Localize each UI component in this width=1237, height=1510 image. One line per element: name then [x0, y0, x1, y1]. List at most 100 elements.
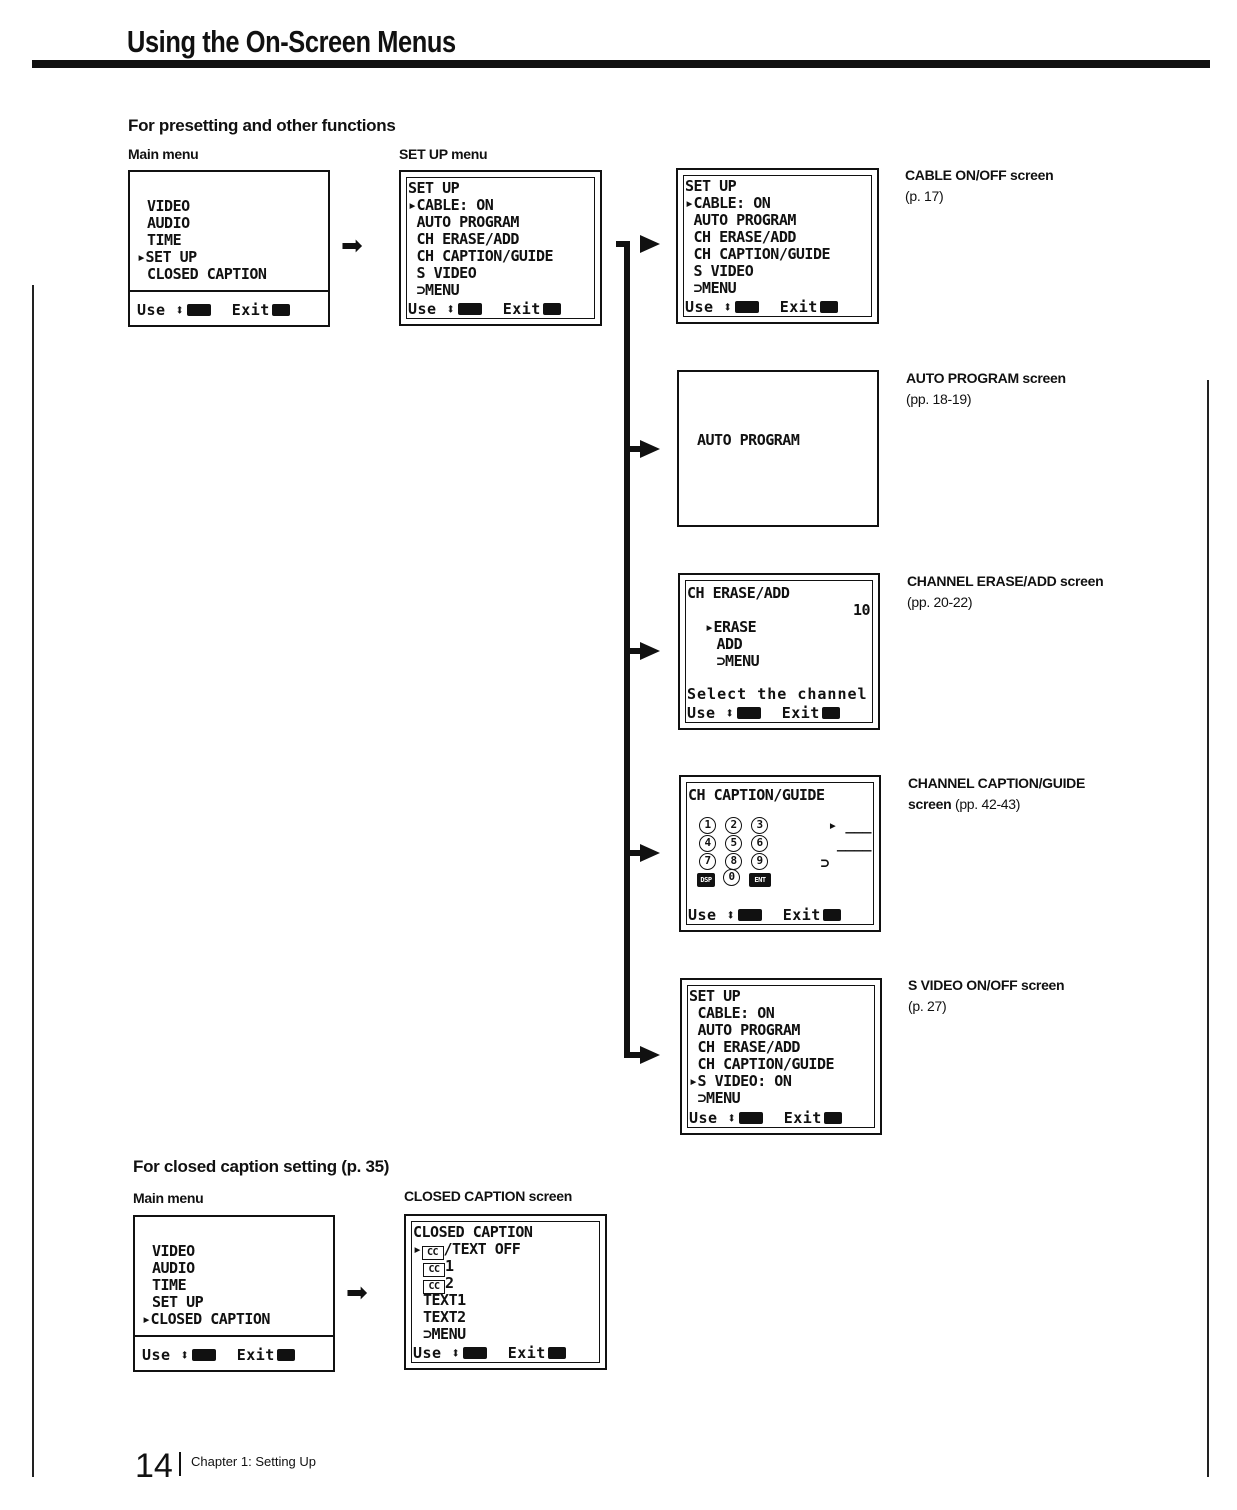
return-key-icon [738, 1112, 763, 1124]
guide-return-icon: ⊃ [820, 854, 829, 872]
auto-caption-ref: (pp. 18-19) [906, 391, 972, 407]
main-menu-item: VIDEO [147, 197, 190, 215]
setup-menu-item: ⊃MENU [408, 281, 460, 299]
erase-item: ▸ERASE [705, 618, 757, 636]
erase-item: ⊃MENU [708, 652, 760, 670]
branch-line [624, 648, 642, 654]
main-menu-item: TIME [147, 231, 182, 249]
branch-line [624, 446, 642, 452]
main-menu-label: Main menu [128, 146, 199, 162]
guide-cursor-line: ▸ ___ [828, 816, 871, 834]
chapter-label: Chapter 1: Setting Up [191, 1454, 317, 1469]
branch-arrow-icon [640, 235, 660, 258]
key-3-icon: 3 [751, 817, 768, 834]
arrow-right-icon: ➡ [341, 231, 363, 261]
main-menu-screen-2: VIDEO AUDIO TIME SET UP ▸CLOSED CAPTION … [133, 1215, 335, 1372]
auto-program-caption: AUTO PROGRAM screen (pp. 18-19) [906, 368, 1066, 410]
footer-exit: Exit [507, 1344, 546, 1362]
svideo-screen-item: AUTO PROGRAM [689, 1021, 801, 1039]
page-number: 14 [135, 1447, 173, 1485]
key-2-icon: 2 [725, 817, 742, 834]
display-key-icon: DSP [697, 873, 715, 887]
footer-use: Use ⬍ [685, 298, 733, 316]
return-key-icon [736, 707, 761, 719]
cable-caption: CABLE ON/OFF screen (p. 17) [905, 165, 1054, 207]
footer-use: Use ⬍ [137, 301, 185, 319]
menu-key-icon [819, 301, 838, 313]
guide-blank-line: ____ [836, 834, 872, 852]
header-rule [32, 60, 1210, 68]
svideo-screen-item: CABLE: ON [689, 1004, 775, 1022]
footer-exit: Exit [779, 298, 818, 316]
cc-badge-icon: CC [423, 1263, 445, 1277]
return-key-icon [191, 1349, 216, 1361]
footer-exit: Exit [236, 1346, 275, 1364]
setup-menu-item: AUTO PROGRAM [408, 213, 520, 231]
guide-caption-ref: (pp. 42-43) [954, 796, 1021, 812]
footer-divider [179, 1452, 181, 1476]
svideo-screen-item: ▸S VIDEO: ON [689, 1072, 792, 1090]
key-1-icon: 1 [699, 817, 716, 834]
key-4-icon: 4 [699, 835, 716, 852]
svideo-screen-item: SET UP [689, 987, 741, 1005]
menu-key-icon [547, 1347, 566, 1359]
cc-text-off: /TEXT OFF [443, 1240, 521, 1258]
cc-item: 1 [445, 1257, 454, 1275]
cable-screen-item: CH CAPTION/GUIDE [685, 245, 831, 263]
cable-caption-ref: (p. 17) [905, 188, 944, 204]
footer-use: Use ⬍ [142, 1346, 190, 1364]
menu-key-icon [821, 707, 840, 719]
key-7-icon: 7 [699, 853, 716, 870]
erase-add-caption: CHANNEL ERASE/ADD screen(pp. 20-22) [907, 571, 1104, 613]
erase-channel-number: 10 [852, 601, 871, 619]
right-margin-line [1207, 380, 1209, 1477]
cc-screen-label: CLOSED CAPTION screen [404, 1188, 572, 1204]
cable-screen-item: CH ERASE/ADD [685, 228, 797, 246]
cable-screen-item: SET UP [685, 177, 737, 195]
auto-caption-title: AUTO PROGRAM screen [906, 370, 1066, 386]
channel-erase-add-screen: CH ERASE/ADD 10 ▸ERASE ADD ⊃MENU Select … [678, 573, 880, 730]
erase-screen-title: CH ERASE/ADD [687, 584, 790, 602]
footer-exit: Exit [502, 300, 541, 318]
main-menu-item: AUDIO [152, 1259, 195, 1277]
cc-item: 2 [445, 1274, 454, 1292]
branch-arrow-icon [640, 1046, 660, 1069]
return-key-icon [457, 303, 482, 315]
main-menu-label-2: Main menu [133, 1190, 204, 1206]
auto-program-screen: AUTO PROGRAM [677, 370, 879, 527]
footer-use: Use ⬍ [408, 300, 456, 318]
setup-menu-item: CH CAPTION/GUIDE [408, 247, 554, 265]
cable-screen-item: AUTO PROGRAM [685, 211, 797, 229]
menu-key-icon [822, 909, 841, 921]
branch-line [624, 1052, 642, 1058]
footer-use: Use ⬍ [687, 704, 735, 722]
menu-key-icon [542, 303, 561, 315]
left-margin-line [32, 285, 34, 1477]
cc-badge-icon: CC [421, 1246, 444, 1260]
setup-menu-screen: SET UP ▸CABLE: ON AUTO PROGRAM CH ERASE/… [399, 170, 602, 326]
svideo-onoff-screen: SET UP CABLE: ON AUTO PROGRAM CH ERASE/A… [680, 978, 882, 1135]
branch-line [624, 850, 642, 856]
footer-use: Use ⬍ [688, 906, 736, 924]
section-presetting-heading: For presetting and other functions [128, 116, 396, 135]
main-menu-item: VIDEO [152, 1242, 195, 1260]
erase-caption-ref: (pp. 20-22) [907, 594, 973, 610]
return-key-icon [734, 301, 759, 313]
cable-onoff-screen: SET UP ▸CABLE: ON AUTO PROGRAM CH ERASE/… [676, 168, 879, 324]
svideo-caption-ref: (p. 27) [908, 998, 947, 1014]
main-menu-screen: VIDEO AUDIO TIME ▸SET UP CLOSED CAPTION … [128, 170, 330, 327]
cable-caption-title: CABLE ON/OFF screen [905, 167, 1054, 183]
cc-badge-icon: CC [423, 1280, 445, 1294]
footer-exit: Exit [782, 906, 821, 924]
key-6-icon: 6 [751, 835, 768, 852]
cc-text-item: TEXT1 [423, 1291, 466, 1309]
erase-item: ADD [708, 635, 743, 653]
cable-screen-item: ⊃MENU [685, 279, 737, 297]
branch-arrow-icon [640, 642, 660, 665]
svideo-screen-item: CH ERASE/ADD [689, 1038, 801, 1056]
main-menu-item: ▸CLOSED CAPTION [142, 1310, 270, 1328]
main-menu-item: ▸SET UP [137, 248, 197, 266]
